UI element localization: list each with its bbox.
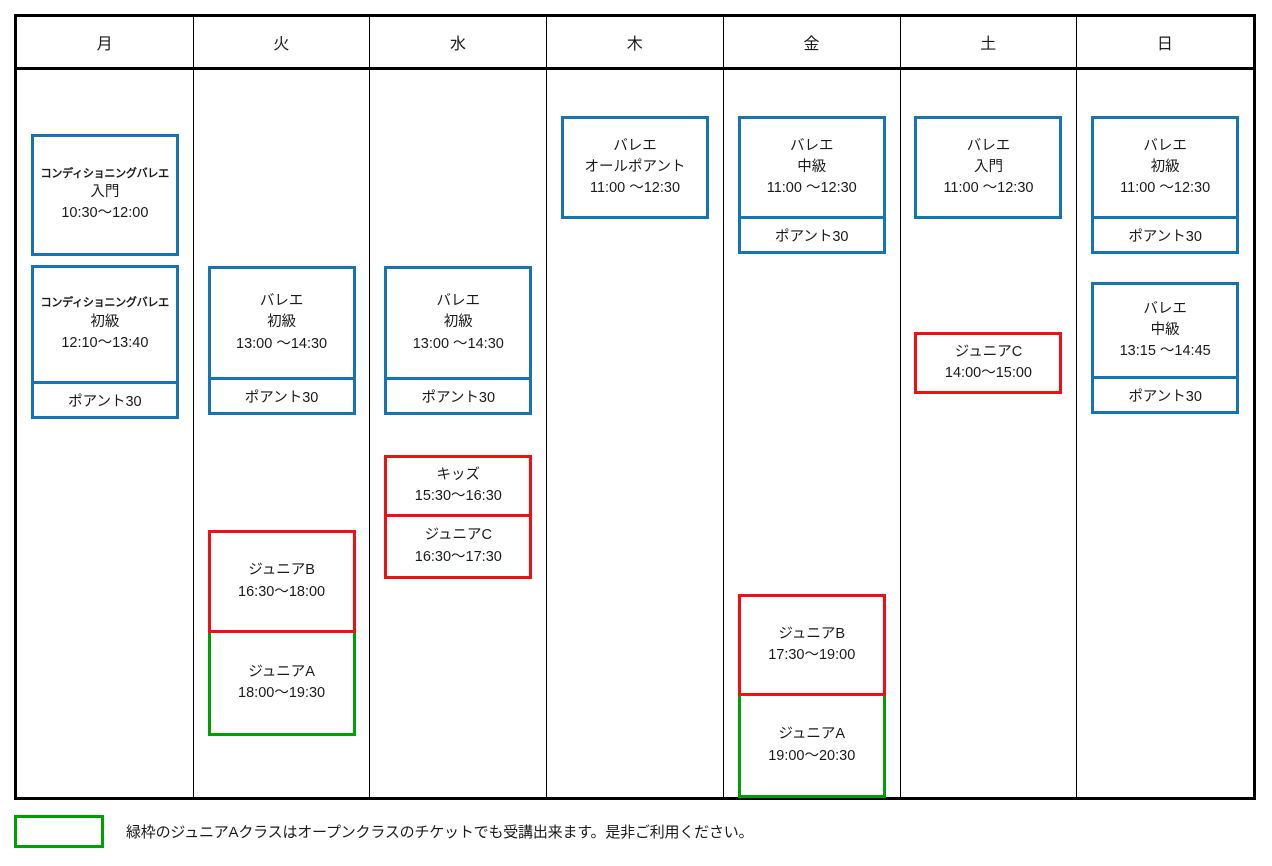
class-name: バレエ — [966, 137, 1011, 154]
class-time: 11:00 〜12:30 — [766, 180, 857, 196]
class-block[interactable]: キッズ 15:30〜16:30 — [384, 455, 533, 517]
class-time: 15:30〜16:30 — [414, 488, 502, 504]
class-name: ジュニアC — [424, 527, 493, 544]
class-block-body: バレエ初級 11:00 〜12:30 — [1091, 116, 1240, 219]
class-block[interactable]: ジュニアC 14:00〜15:00 — [914, 332, 1063, 394]
class-block[interactable]: ジュニアC 16:30〜17:30 — [384, 517, 533, 579]
class-name: バレエ — [1143, 137, 1187, 154]
class-name: バレエ — [1143, 300, 1187, 317]
class-time: 16:30〜17:30 — [414, 548, 502, 565]
legend-green-swatch — [14, 815, 104, 848]
class-level: 初級 — [443, 314, 473, 331]
class-time: 13:15 〜14:45 — [1119, 343, 1211, 359]
table-header-row: 月 火 水 木 金 土 日 — [17, 17, 1253, 70]
class-level: 入門 — [973, 158, 1003, 175]
class-block-body: バレエ初級 13:00 〜14:30 — [207, 266, 356, 380]
class-block-body: バレエ入門 11:00 〜12:30 — [914, 116, 1063, 219]
class-time: 13:00 〜14:30 — [412, 335, 504, 352]
class-name: ジュニアA — [778, 726, 846, 743]
day-header-fri: 金 — [724, 17, 901, 67]
class-block-note: ポアント30 — [30, 384, 179, 419]
class-level: 初級 — [267, 314, 297, 331]
class-block-body: ジュニアB 16:30〜18:00 — [207, 530, 356, 633]
class-block-body: バレエ中級 11:00 〜12:30 — [737, 116, 886, 219]
class-block-note: ポアント30 — [1091, 219, 1240, 254]
class-time: 11:00 〜12:30 — [943, 180, 1034, 196]
class-block[interactable]: コンディショニングバレエ初級 12:10〜13:40 ポアント30 — [30, 265, 179, 419]
class-name: コンディショニングバレエ — [40, 297, 170, 310]
day-header-wed: 水 — [370, 17, 548, 67]
day-column-wed: バレエ初級 13:00 〜14:30 ポアント30 キッズ 15:30〜16:30 ジュニ… — [370, 70, 548, 797]
day-column-thu: バレエオールポアント 11:00 〜12:30 — [547, 70, 724, 797]
class-block[interactable]: ジュニアA 18:00〜19:30 — [207, 633, 356, 736]
class-block[interactable]: ジュニアA 19:00〜20:30 — [737, 696, 886, 798]
class-block[interactable]: ジュニアB 17:30〜19:00 — [737, 594, 886, 696]
class-name: ジュニアB — [248, 562, 315, 579]
class-time: 11:00 〜12:30 — [1120, 180, 1211, 196]
class-time: 13:00 〜14:30 — [236, 335, 328, 352]
day-header-tue: 火 — [194, 17, 371, 67]
class-level: 初級 — [1150, 158, 1180, 175]
class-block-note: ポアント30 — [207, 380, 356, 415]
class-block[interactable]: バレエ中級 13:15 〜14:45 ポアント30 — [1091, 282, 1240, 414]
class-block-note: ポアント30 — [384, 380, 533, 415]
class-block-body: バレエ初級 13:00 〜14:30 — [384, 266, 533, 380]
class-block[interactable]: バレエ入門 11:00 〜12:30 — [914, 116, 1063, 219]
class-block[interactable]: バレエ初級 11:00 〜12:30 ポアント30 — [1091, 116, 1240, 254]
class-block-body: バレエ中級 13:15 〜14:45 — [1091, 282, 1240, 379]
class-level: オールポアント — [584, 158, 686, 175]
class-name: ジュニアA — [248, 663, 315, 680]
class-name: バレエ — [613, 137, 657, 154]
day-header-sun: 日 — [1156, 36, 1174, 53]
class-time: 11:00 〜12:30 — [590, 180, 681, 196]
class-time: 14:00〜15:00 — [944, 365, 1032, 381]
class-block-body: ジュニアA 19:00〜20:30 — [737, 696, 886, 798]
class-level: 中級 — [797, 158, 827, 175]
class-block-body: キッズ 15:30〜16:30 — [384, 455, 533, 517]
class-block-note: ポアント30 — [1091, 379, 1240, 414]
legend-note-text: 緑枠のジュニアAクラスはオープンクラスのチケットでも受講出来ます。是非ご利用くだ… — [126, 824, 754, 841]
class-time: 10:30〜12:00 — [61, 205, 149, 222]
day-header-mon: 月 — [17, 17, 194, 67]
class-level: 中級 — [1150, 321, 1180, 338]
class-name: コンディショニングバレエ — [40, 167, 170, 180]
class-name: ジュニアC — [954, 343, 1023, 360]
class-name: バレエ — [789, 137, 834, 154]
class-block-body: バレエオールポアント 11:00 〜12:30 — [561, 116, 710, 219]
class-block[interactable]: バレエ初級 13:00 〜14:30 ポアント30 — [207, 266, 356, 415]
class-block-note: ポアント30 — [737, 219, 886, 254]
class-block[interactable]: コンディショニングバレエ入門 10:30〜12:00 — [30, 134, 179, 256]
day-header-thu: 木 — [547, 17, 724, 67]
class-level: 入門 — [90, 184, 120, 201]
class-block-body: ジュニアC 16:30〜17:30 — [384, 517, 533, 579]
class-level: 初級 — [90, 313, 120, 330]
class-block[interactable]: バレエ初級 13:00 〜14:30 ポアント30 — [384, 266, 533, 415]
class-name: キッズ — [436, 466, 481, 483]
class-name: ジュニアB — [778, 625, 846, 642]
class-block[interactable]: バレエ中級 11:00 〜12:30 ポアント30 — [737, 116, 886, 254]
day-header-sat: 土 — [901, 17, 1078, 67]
class-block-body: ジュニアA 18:00〜19:30 — [207, 633, 356, 736]
class-block[interactable]: ジュニアB 16:30〜18:00 — [207, 530, 356, 633]
class-block-body: コンディショニングバレエ入門 10:30〜12:00 — [30, 134, 179, 256]
class-time: 16:30〜18:00 — [238, 583, 326, 600]
class-block[interactable]: バレエオールポアント 11:00 〜12:30 — [561, 116, 710, 219]
class-time: 18:00〜19:30 — [238, 685, 326, 701]
class-name: バレエ — [436, 293, 481, 310]
class-block-body: ジュニアC 14:00〜15:00 — [914, 332, 1063, 394]
class-time: 19:00〜20:30 — [768, 747, 856, 764]
class-time: 17:30〜19:00 — [768, 647, 856, 663]
class-block-body: ジュニアB 17:30〜19:00 — [737, 594, 886, 696]
day-column-sat: バレエ入門 11:00 〜12:30 ジュニアC 14:00〜15:00 — [901, 70, 1078, 797]
class-block-body: コンディショニングバレエ初級 12:10〜13:40 — [30, 265, 179, 384]
class-name: バレエ — [259, 293, 304, 310]
class-time: 12:10〜13:40 — [61, 334, 149, 351]
legend: 緑枠のジュニアAクラスはオープンクラスのチケットでも受講出来ます。是非ご利用くだ… — [14, 815, 754, 848]
